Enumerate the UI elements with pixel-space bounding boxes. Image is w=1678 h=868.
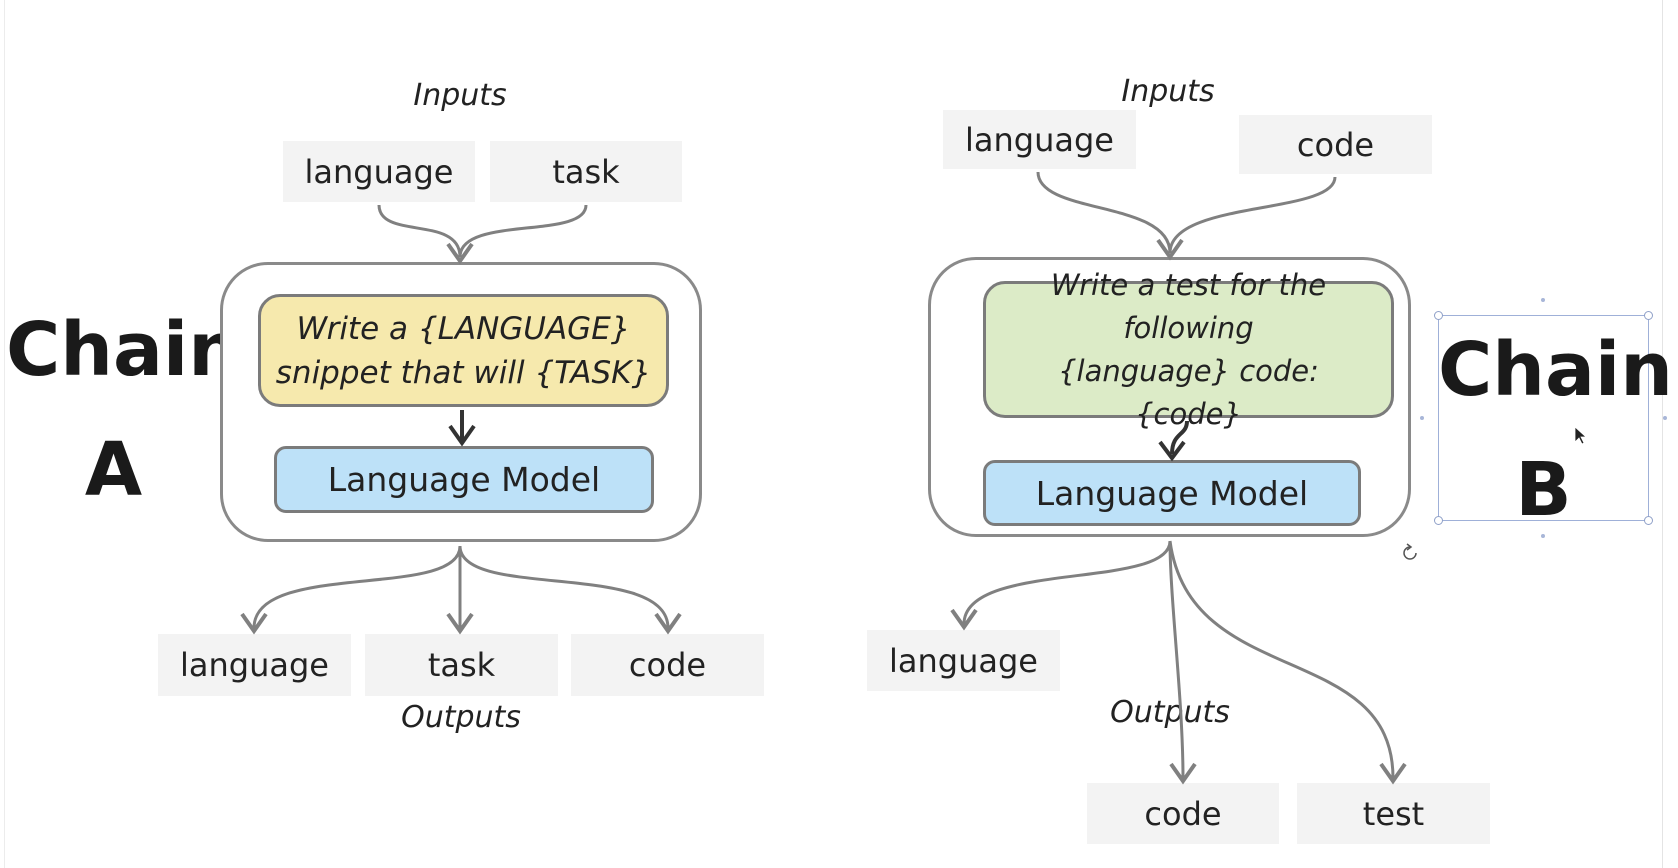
canvas-left-edge [4, 0, 5, 868]
chain-b-title[interactable]: Chain B [1438, 327, 1673, 533]
chain-a-input-task[interactable]: task [490, 141, 682, 202]
chain-a-input-language[interactable]: language [283, 141, 475, 202]
chain-b-prompt-text: Write a test for the following {language… [1050, 267, 1327, 431]
chain-a-input-arrow-task [458, 204, 588, 258]
chain-b-outputs-label[interactable]: Outputs [1110, 695, 1230, 730]
chain-a-prompt-box[interactable]: Write a {LANGUAGE} snippet that will {TA… [258, 294, 669, 407]
chain-a-language-model[interactable]: Language Model [274, 446, 654, 513]
chain-b-output-test[interactable]: test [1297, 783, 1490, 844]
resize-handle-top-left[interactable] [1434, 311, 1443, 320]
mouse-cursor-icon [1574, 426, 1588, 445]
canvas-scrollbar-track[interactable] [1662, 0, 1663, 868]
chain-b-inputs-label[interactable]: Inputs [1121, 74, 1215, 109]
chain-b-input-arrow-code [1168, 176, 1337, 254]
chain-b-prompt-box[interactable]: Write a test for the following {language… [983, 268, 1394, 431]
chain-a-input-arrow-language [377, 204, 462, 258]
connector-dot-top[interactable] [1541, 298, 1545, 302]
chain-b-output-language[interactable]: language [867, 630, 1060, 691]
chain-b-output-arrow-code [1168, 540, 1185, 779]
connector-dot-left[interactable] [1420, 416, 1424, 420]
chain-a-output-arrow-code [458, 545, 670, 629]
chain-a-output-language[interactable]: language [158, 634, 351, 696]
chain-b-internal-arrow [1170, 420, 1189, 455]
chain-a-output-arrow-language [252, 545, 462, 629]
chain-a-inputs-label[interactable]: Inputs [413, 78, 507, 113]
connector-dot-right[interactable] [1663, 416, 1667, 420]
chain-b-input-arrow-language [1036, 171, 1172, 254]
chain-b-output-code[interactable]: code [1087, 783, 1279, 844]
chain-a-output-task[interactable]: task [365, 634, 558, 696]
chain-b-input-language[interactable]: language [943, 110, 1136, 169]
chain-b-output-arrow-test [1168, 540, 1395, 779]
chain-b-input-code[interactable]: code [1239, 115, 1432, 174]
resize-handle-bottom-left[interactable] [1434, 516, 1443, 525]
chain-a-title[interactable]: Chain A [6, 307, 241, 513]
resize-handle-top-right[interactable] [1644, 311, 1653, 320]
chain-a-output-code[interactable]: code [571, 634, 764, 696]
resize-handle-bottom-right[interactable] [1644, 516, 1653, 525]
chain-b-title-selection[interactable] [1434, 311, 1653, 525]
rotate-handle-icon [1403, 543, 1417, 560]
chain-a-outputs-label[interactable]: Outputs [401, 700, 521, 735]
chain-b-output-arrow-language [962, 540, 1172, 625]
connector-dot-bottom[interactable] [1541, 534, 1545, 538]
chain-b-language-model[interactable]: Language Model [983, 460, 1361, 526]
chain-a-prompt-text: Write a {LANGUAGE} snippet that will {TA… [275, 310, 652, 391]
